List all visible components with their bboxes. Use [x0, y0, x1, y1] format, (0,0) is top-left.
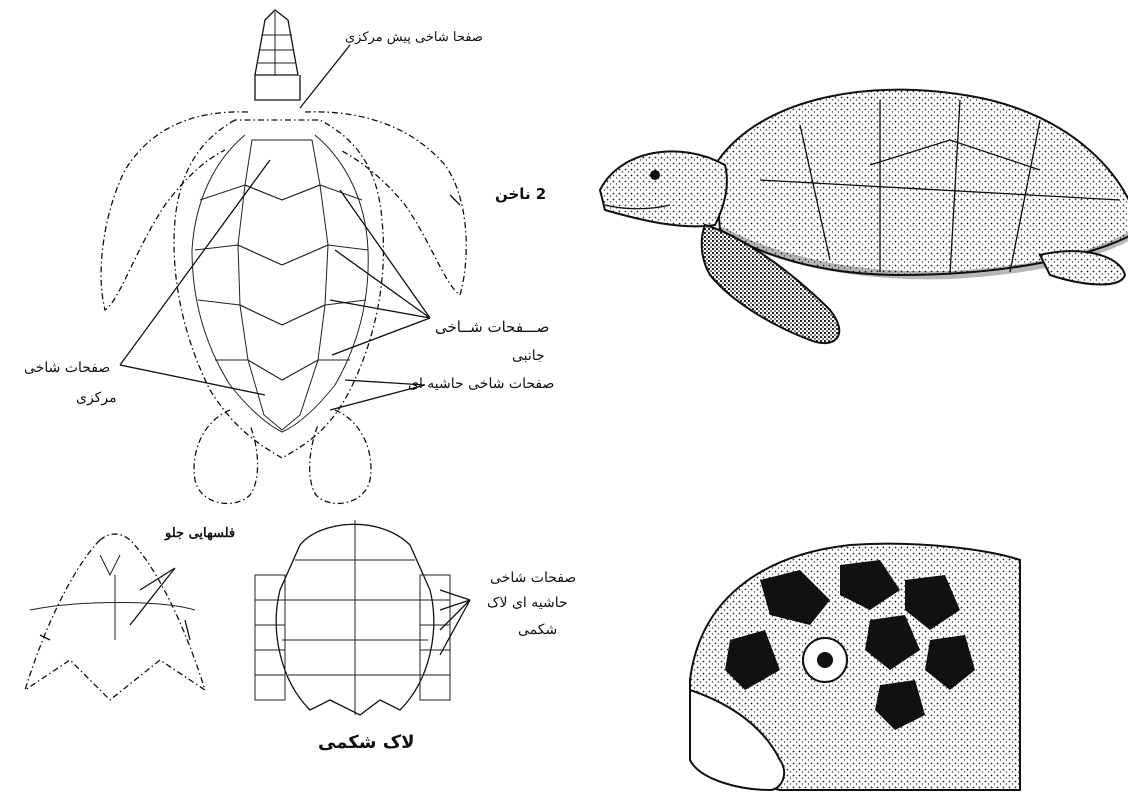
left-front-flipper	[101, 112, 248, 310]
label-plastron-marginal-1: صفحات شاخی	[490, 570, 576, 586]
label-plastron-marginal-3: شکمی	[518, 622, 557, 638]
eye	[803, 638, 847, 682]
label-marginal: صفحات شاخی حاشیه ای	[408, 376, 554, 392]
label-central-1: صفحات شاخی	[24, 360, 110, 376]
plastron	[276, 524, 434, 715]
label-claws: 2 ناخن	[495, 185, 546, 203]
beak	[690, 690, 784, 790]
label-plastron-title: لاک شکمی	[318, 732, 415, 753]
left-hind-flipper	[194, 410, 258, 503]
label-plastron-marginal-2: حاشیه ای لاک	[487, 595, 568, 611]
head-closeup	[690, 544, 1020, 790]
label-central-2: مرکزی	[76, 390, 117, 406]
label-lateral-1: صـــفحات شــاخی	[435, 318, 549, 336]
label-precentral: صفحا شاخی پیش مرکزی	[345, 30, 483, 45]
label-lateral-2: جانبی	[512, 348, 545, 364]
right-front-flipper	[305, 112, 466, 295]
head-scales	[255, 10, 298, 75]
front-flipper	[702, 225, 840, 343]
turtle-head	[600, 151, 727, 226]
carapace-outline	[174, 120, 383, 458]
rear-flipper	[1040, 251, 1125, 284]
shell	[715, 90, 1128, 275]
head-top-view	[25, 534, 205, 700]
label-prefrontal: فلسهایی جلو	[165, 526, 235, 541]
right-hind-flipper	[310, 410, 371, 503]
carapace-diagram	[0, 0, 560, 520]
